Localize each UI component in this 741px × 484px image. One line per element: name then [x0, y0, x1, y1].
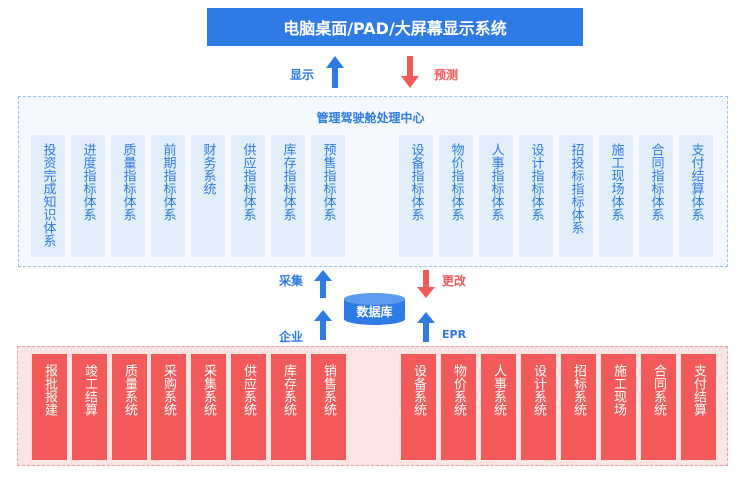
center-right-item: 施工现场体系 [599, 135, 633, 257]
bottom-right-item: 支付结算 [681, 354, 716, 460]
display-label: 显示 [290, 68, 315, 82]
center-left-item: 质量指标体系 [111, 135, 145, 257]
top-banner: 电脑桌面/PAD/大屏幕显示系统 [207, 8, 583, 46]
bottom-right-item: 人事系统 [481, 354, 516, 460]
bottom-left-item: 质量系统 [112, 354, 147, 460]
down-arrow-icon [417, 270, 435, 298]
up-arrow-icon [326, 56, 344, 88]
forecast-label: 预测 [434, 68, 459, 82]
center-left-item: 预售指标体系 [311, 135, 345, 257]
center-right-item: 人事指标体系 [479, 135, 513, 257]
center-right-item: 支付结算体系 [679, 135, 713, 257]
bottom-left-item: 竣工结算 [72, 354, 107, 460]
center-left-item: 前期指标体系 [151, 135, 185, 257]
bottom-right-item: 物价系统 [441, 354, 476, 460]
center-right-item: 招投标指标体系 [559, 135, 593, 257]
up-arrow-icon [314, 310, 332, 340]
center-left-item: 投资完成知识体系 [31, 135, 65, 257]
epr-label: EPR [442, 328, 467, 341]
center-left-item: 库存指标体系 [271, 135, 305, 257]
bottom-right-item: 招标系统 [561, 354, 596, 460]
bottom-left-item: 报批报建 [32, 354, 67, 460]
bottom-right-item: 设备系统 [401, 354, 436, 460]
enterprise-label: 企业 [279, 330, 304, 344]
center-left-item: 进度指标体系 [71, 135, 105, 257]
bottom-left-item: 库存系统 [271, 354, 306, 460]
up-arrow-icon [417, 312, 435, 342]
bottom-left-item: 采集系统 [191, 354, 226, 460]
database-label: 数据库 [356, 305, 393, 319]
management-center-title: 管理驾驶舱处理中心 [316, 111, 425, 125]
bottom-left-item: 采购系统 [151, 354, 186, 460]
up-arrow-icon [314, 270, 332, 298]
bottom-right-item: 施工现场 [601, 354, 636, 460]
database-icon [343, 292, 406, 326]
bottom-left-item: 供应系统 [231, 354, 266, 460]
center-left-item: 财务系统 [191, 135, 225, 257]
down-arrow-icon [401, 56, 419, 88]
collect-label: 采集 [279, 274, 304, 288]
center-left-item: 供应指标体系 [231, 135, 265, 257]
bottom-right-item: 合同系统 [641, 354, 676, 460]
center-right-item: 合同指标体系 [639, 135, 673, 257]
center-right-item: 设计指标体系 [519, 135, 553, 257]
bottom-right-item: 设计系统 [521, 354, 556, 460]
bottom-left-item: 销售系统 [311, 354, 346, 460]
change-label: 更改 [442, 274, 467, 288]
center-right-item: 物价指标体系 [439, 135, 473, 257]
center-right-item: 设备指标体系 [399, 135, 433, 257]
